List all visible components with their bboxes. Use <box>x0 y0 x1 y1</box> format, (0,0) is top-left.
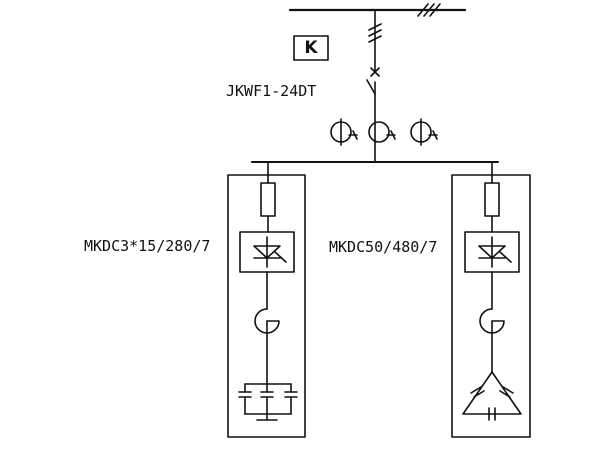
controller-model-label: JKWF1-24DT <box>226 82 317 100</box>
current-transformer-middle <box>368 120 396 163</box>
right-reactor-symbol <box>479 308 505 334</box>
left-fuse <box>260 182 276 217</box>
switch-blade <box>366 79 376 95</box>
right-fuse <box>484 182 500 217</box>
right-branch-model-label: MKDC50/480/7 <box>329 238 438 256</box>
right-thyristor-symbol <box>478 236 512 268</box>
right-branch-cabinet <box>451 174 531 438</box>
busbar-three-phase-mark <box>417 3 441 17</box>
controller-k-box <box>293 35 329 61</box>
current-transformer-mark <box>368 23 382 43</box>
left-thyristor-symbol <box>253 236 287 268</box>
disconnector-cross <box>370 67 380 77</box>
current-transformer-left <box>330 118 358 146</box>
left-reactor-symbol <box>254 308 280 334</box>
left-branch-model-label: MKDC3*15/280/7 <box>84 237 211 255</box>
controller-box-letter: K <box>304 38 318 58</box>
current-transformer-right <box>410 118 438 146</box>
right-capacitor-bank-delta <box>462 371 522 421</box>
left-capacitor-bank-star <box>238 383 298 421</box>
left-branch-cabinet <box>227 174 306 438</box>
